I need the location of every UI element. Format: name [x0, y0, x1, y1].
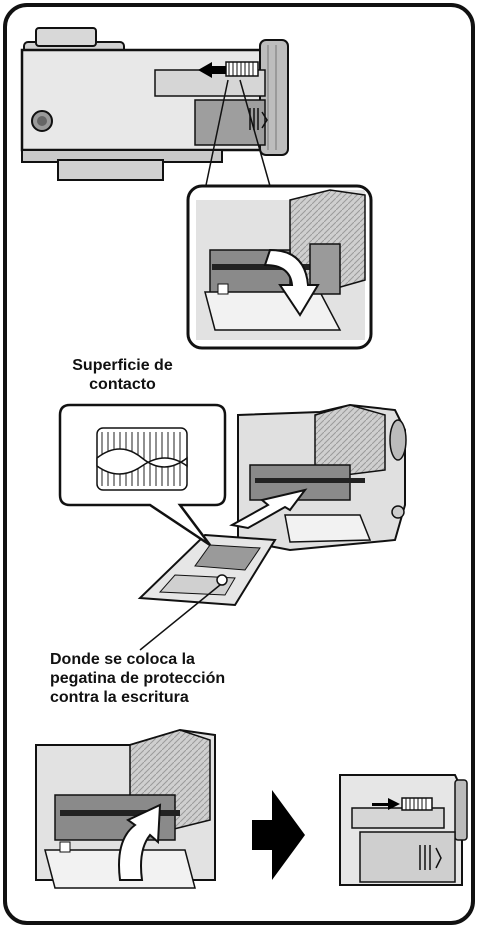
insert-arrow-icon — [229, 488, 308, 530]
camera-top-view — [20, 27, 289, 191]
contact-surface-callout — [58, 403, 227, 547]
right-block-arrow-icon — [252, 790, 305, 880]
write-protect-label: Donde se coloca la pegatina de protecció… — [50, 650, 350, 707]
write-protect-label-line-3: contra la escritura — [50, 689, 189, 706]
up-curved-arrow-icon — [118, 803, 162, 881]
card-cover-open-inset — [186, 184, 373, 350]
left-arrow-icon — [198, 62, 226, 78]
write-protect-label-line-2: pegatina de protección — [50, 670, 226, 687]
contact-surface-label-line-1: Superficie de — [72, 357, 173, 374]
card-cover-close-view — [35, 728, 216, 889]
contact-surface-label: Superficie de contacto — [0, 356, 245, 394]
write-protect-label-line-1: Donde se coloca la — [50, 651, 195, 668]
camera-locked-view — [339, 774, 468, 886]
contact-surface-label-line-2: contacto — [89, 376, 156, 393]
card-insertion-view — [137, 403, 407, 651]
down-curved-arrow-icon — [263, 248, 320, 317]
